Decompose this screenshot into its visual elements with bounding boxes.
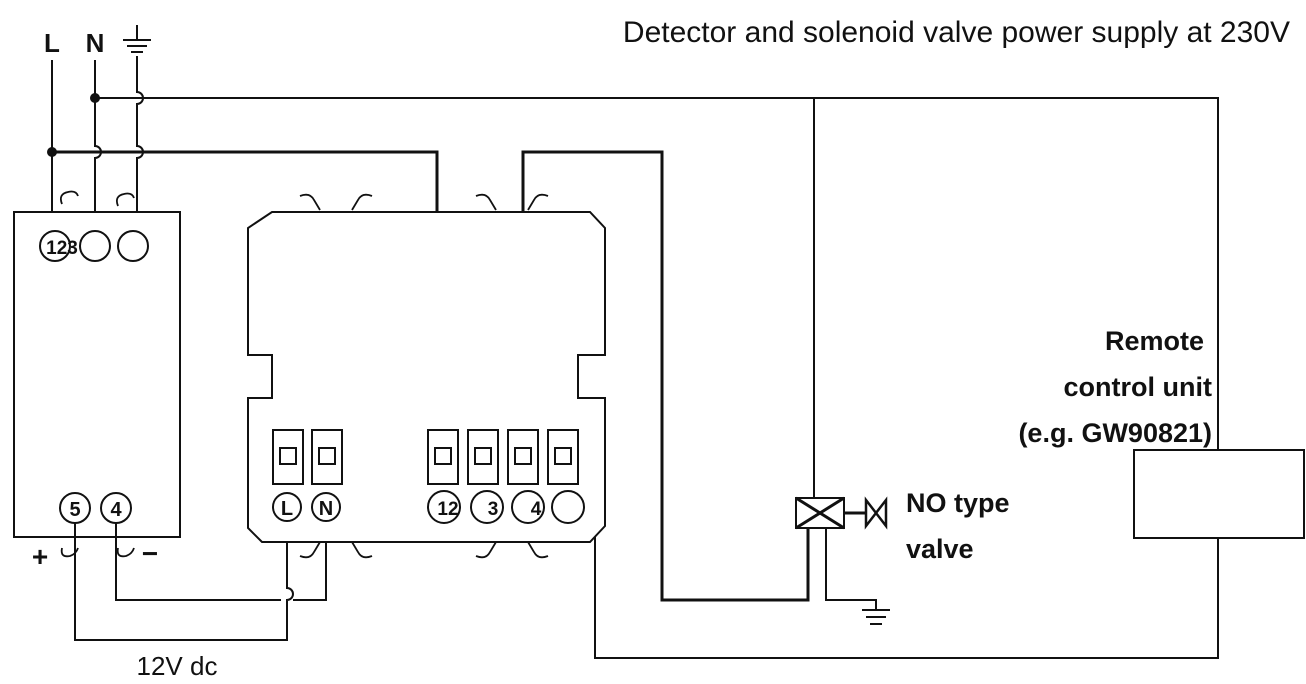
valve-label-line2: valve [906, 534, 974, 564]
diagram-title: Detector and solenoid valve power supply… [623, 16, 1290, 49]
minus-label: − [142, 538, 158, 569]
detector-terminal-circles [272, 490, 585, 524]
solenoid-valve-icon [795, 496, 888, 530]
detector-terminal-blocks [272, 429, 579, 485]
dc-minus-wire [115, 522, 327, 601]
detector-body [247, 211, 606, 543]
dc-plus-wire [74, 522, 294, 641]
terminal-label: 4 [110, 499, 122, 521]
mounting-clips [60, 547, 135, 558]
supply-voltage-label: 12V dc [137, 651, 218, 681]
remote-control-unit-box [1133, 449, 1305, 539]
terminal-label: 123 [46, 238, 78, 259]
ground-icon [123, 25, 151, 53]
terminal-label: N [319, 498, 333, 520]
terminal-label: 12 [437, 499, 458, 520]
mounting-clips [59, 190, 135, 207]
valve-label-line1: NO type [906, 488, 1010, 518]
terminal-label: 3 [488, 499, 499, 520]
line-label: L [44, 28, 60, 58]
remote-label-line1: Remote [1105, 326, 1204, 356]
power-supply-box [13, 211, 181, 538]
terminal-label: L [281, 498, 293, 520]
plus-label: + [32, 541, 48, 572]
remote-label-line3: (e.g. GW90821) [1018, 418, 1212, 448]
remote-label-line2: control unit [1064, 372, 1212, 402]
valve-ground-wire [825, 528, 877, 610]
neutral-bus-wire [95, 97, 1219, 450]
remote-signal-wire [562, 456, 1219, 659]
terminal-label: 4 [531, 499, 542, 520]
relay-output-wire [521, 150, 810, 602]
mounting-clips [299, 193, 549, 559]
ground-icon [862, 609, 890, 625]
power-supply-top-terminals [39, 230, 149, 262]
terminal-label: 5 [69, 499, 80, 521]
neutral-label: N [86, 28, 105, 58]
